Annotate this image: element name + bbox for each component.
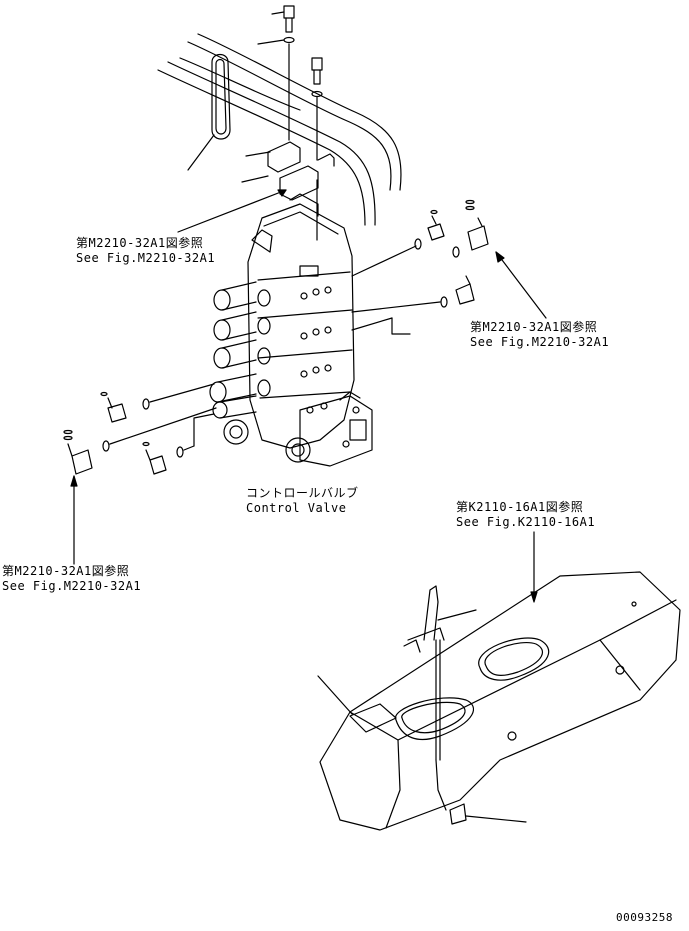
ref-en: See Fig.M2210-32A1 xyxy=(76,251,216,265)
piping xyxy=(157,33,402,226)
ref-en: See Fig.M2210-32A1 xyxy=(2,579,142,593)
ref-label-left: 第M2210-32A1図参照 See Fig.M2210-32A1 xyxy=(2,564,141,594)
ref-jp: 第M2210-32A1図参照 xyxy=(2,564,130,578)
spool-ends xyxy=(209,281,271,445)
ref-label-frame: 第K2110-16A1図参照 See Fig.K2110-16A1 xyxy=(456,500,595,530)
clamp-blocks xyxy=(241,141,335,201)
floor-frame xyxy=(317,531,681,831)
ref-jp: 第M2210-32A1図参照 xyxy=(76,236,204,250)
ref-en: See Fig.K2110-16A1 xyxy=(456,515,596,529)
leader-ref-1 xyxy=(177,189,287,233)
control-valve-jp: コントロールバルブ xyxy=(246,486,359,500)
hose-loop xyxy=(187,53,231,171)
ref-jp: 第K2110-16A1図参照 xyxy=(456,500,584,514)
ref-label-right: 第M2210-32A1図参照 See Fig.M2210-32A1 xyxy=(470,320,609,350)
valve-ports xyxy=(299,265,332,414)
right-fittings xyxy=(351,199,547,335)
ref-label-top-left: 第M2210-32A1図参照 See Fig.M2210-32A1 xyxy=(76,236,215,266)
ref-en: See Fig.M2210-32A1 xyxy=(470,335,610,349)
ref-jp: 第M2210-32A1図参照 xyxy=(470,320,598,334)
valve-end-block xyxy=(285,391,373,467)
control-valve-label: コントロールバルブ Control Valve xyxy=(246,486,359,516)
control-valve-body xyxy=(209,193,373,467)
bolt-top-right xyxy=(311,57,323,241)
drawing-number: 00093258 xyxy=(616,911,673,924)
control-valve-en: Control Valve xyxy=(246,501,347,515)
left-fittings xyxy=(63,383,217,565)
